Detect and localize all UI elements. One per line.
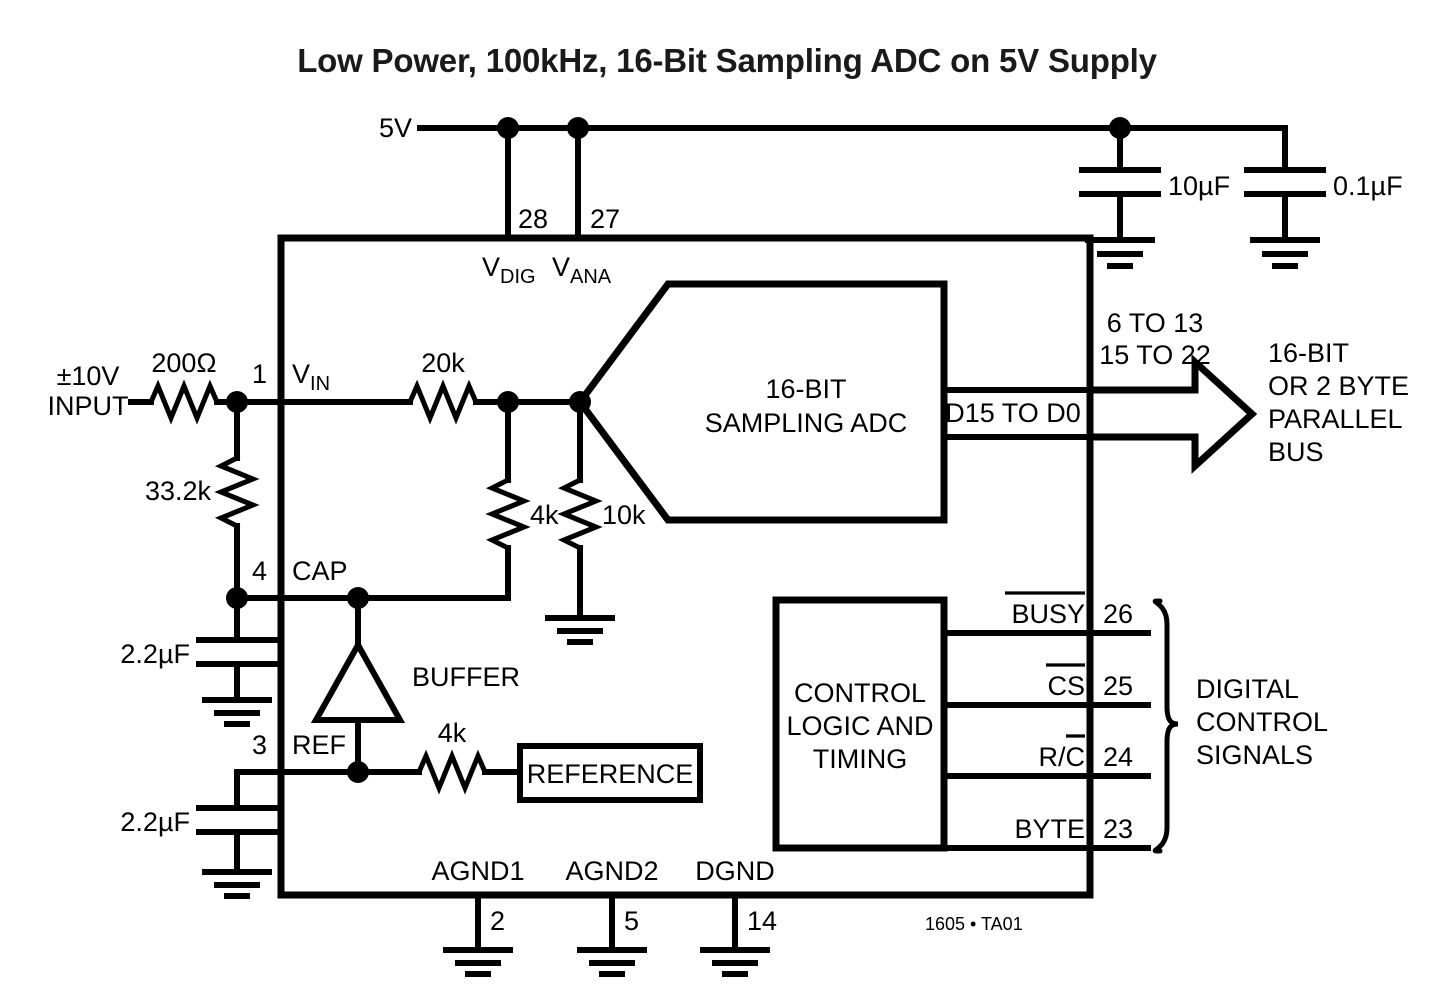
pin-number-28: 28 xyxy=(518,204,548,234)
signal-pin-rc: 24 xyxy=(1103,742,1133,772)
pin-number-27: 27 xyxy=(590,204,620,234)
signal-label-byte: BYTE xyxy=(1014,814,1085,844)
adc-label-line2: SAMPLING ADC xyxy=(705,408,908,438)
digital-group-line1: DIGITAL xyxy=(1196,674,1299,704)
digital-group-line3: SIGNALS xyxy=(1196,740,1313,770)
control-logic-block xyxy=(772,596,948,852)
agnd1-pin: 2 xyxy=(490,906,505,936)
resistor-20k-value: 20k xyxy=(421,348,465,378)
vana-junction-dot xyxy=(567,117,589,139)
resistor-ref4k-body xyxy=(415,749,489,795)
resistor-33k2-body xyxy=(214,454,260,530)
cap-pin-label: CAP xyxy=(292,556,348,586)
ic-outline xyxy=(277,234,1094,899)
vana-pin-label: VANA xyxy=(552,252,612,288)
resistor-200ohm-value: 200Ω xyxy=(151,348,216,378)
signal-pin-byte: 23 xyxy=(1103,814,1133,844)
adc-block xyxy=(575,280,948,524)
signal-label-cs: CS xyxy=(1047,671,1085,701)
signal-label-busy: BUSY xyxy=(1011,599,1085,629)
reference-block-label: REFERENCE xyxy=(527,759,694,789)
resistor-200ohm-body xyxy=(147,379,221,425)
vin-pin-label: VIN xyxy=(292,359,330,395)
bus-dest-line3: PARALLEL xyxy=(1268,404,1403,434)
bypass-cap-value: 0.1µF xyxy=(1333,171,1403,201)
signal-label-rc: R/C xyxy=(1039,742,1086,772)
supply-rail-label: 5V xyxy=(379,113,412,143)
reference-block xyxy=(517,743,703,803)
input-source-line1: ±10V xyxy=(57,361,120,391)
pin-number-1: 1 xyxy=(252,359,267,389)
resistor-4k-value: 4k xyxy=(530,500,559,530)
resistor-20k-body xyxy=(406,379,480,425)
signal-pin-cs: 25 xyxy=(1103,671,1133,701)
agnd1-label: AGND1 xyxy=(431,856,524,886)
page-title: Low Power, 100kHz, 16-Bit Sampling ADC o… xyxy=(297,42,1157,79)
resistor-4k-body xyxy=(485,476,531,552)
control-logic-line2: LOGIC AND xyxy=(786,711,933,741)
data-bus-label: D15 TO D0 xyxy=(945,398,1081,428)
resistor-10k-body xyxy=(557,476,603,552)
signal-pin-busy: 26 xyxy=(1103,599,1133,629)
control-logic-line3: TIMING xyxy=(813,744,908,774)
agnd2-label: AGND2 xyxy=(565,856,658,886)
digital-signals-brace xyxy=(1152,598,1179,854)
ref-pin-label: REF xyxy=(292,730,346,760)
bulk-cap-value: 10µF xyxy=(1168,171,1230,201)
resistor-33k2-value: 33.2k xyxy=(145,476,212,506)
cap-ref-value: 2.2µF xyxy=(120,807,190,837)
cap-vin-value: 2.2µF xyxy=(120,639,190,669)
bus-dest-line1: 16-BIT xyxy=(1268,338,1349,368)
bus-pins-line1: 6 TO 13 xyxy=(1107,308,1204,338)
adc-label-line1: 16-BIT xyxy=(765,374,846,404)
pin-number-3: 3 xyxy=(252,730,267,760)
pin-number-4: 4 xyxy=(252,556,267,586)
digital-group-line2: CONTROL xyxy=(1196,707,1328,737)
agnd2-pin: 5 xyxy=(624,906,639,936)
dgnd-label: DGND xyxy=(695,856,775,886)
input-source-line2: INPUT xyxy=(48,391,129,421)
bus-dest-line2: OR 2 BYTE xyxy=(1268,371,1409,401)
vdig-pin-label: VDIG xyxy=(482,252,536,288)
buffer-label: BUFFER xyxy=(412,662,520,692)
resistor-ref4k-value: 4k xyxy=(438,718,467,748)
buffer-triangle xyxy=(310,638,406,723)
control-logic-line1: CONTROL xyxy=(794,678,926,708)
bus-pins-line2: 15 TO 22 xyxy=(1099,340,1211,370)
dgnd-pin: 14 xyxy=(747,906,777,936)
bus-dest-line4: BUS xyxy=(1268,437,1324,467)
parallel-bus-arrow xyxy=(1090,354,1258,474)
resistor-10k-value: 10k xyxy=(602,500,646,530)
vdig-junction-dot xyxy=(497,117,519,139)
figure-caption: 1605 • TA01 xyxy=(925,914,1023,934)
